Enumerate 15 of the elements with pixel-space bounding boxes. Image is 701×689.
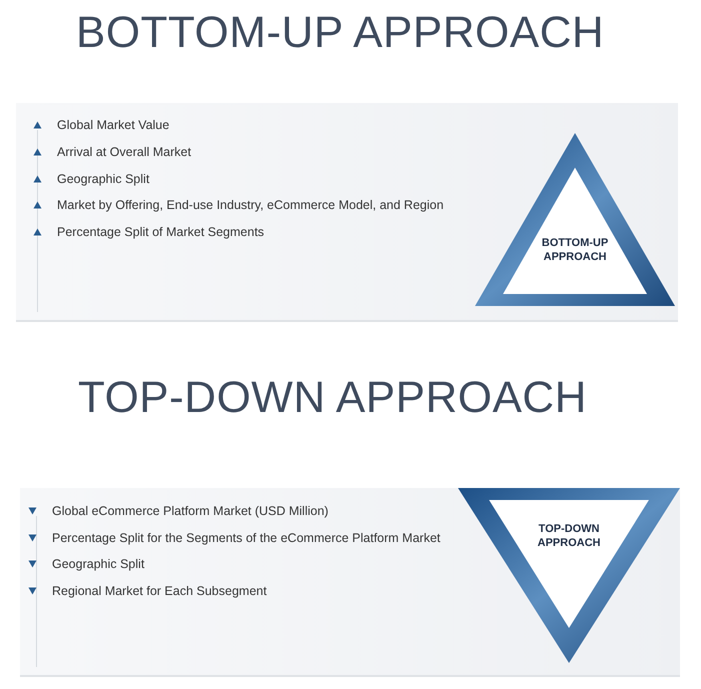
- section-heading: BOTTOM-UP APPROACH: [76, 8, 604, 58]
- approach-triangle: [475, 133, 675, 306]
- approach-triangle: [458, 488, 680, 663]
- triangle-label: TOP-DOWN APPROACH: [536, 522, 602, 550]
- triangle-label: BOTTOM-UP APPROACH: [540, 236, 610, 264]
- list-item-text: Geographic Split: [57, 172, 150, 186]
- list-item-text: Arrival at Overall Market: [57, 144, 192, 159]
- list-item-text: Regional Market for Each Subsegment: [52, 584, 267, 598]
- list-item-text: Percentage Split for the Segments of the eCommerce Platform Market: [52, 530, 440, 545]
- list-item-text: Percentage Split of Market Segments: [57, 225, 264, 240]
- list-item-text: Global eCommerce Platform Market (USD Million): [52, 504, 328, 518]
- list-item-text: Geographic Split: [52, 557, 144, 572]
- section-heading: TOP-DOWN APPROACH: [78, 373, 587, 423]
- list-item-text: Market by Offering, End-use Industry, eCommerce Model, and Region: [57, 198, 444, 212]
- list-item-text: Global Market Value: [57, 118, 170, 132]
